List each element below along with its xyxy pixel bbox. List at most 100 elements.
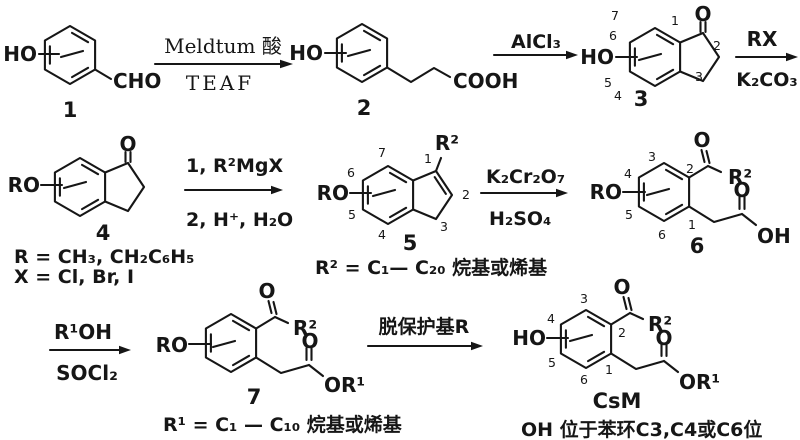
cyclopentanone-ring (104, 161, 146, 213)
ketone-oxygen-label: O (693, 128, 710, 152)
acid-hydroxyl-label: OH (757, 224, 791, 248)
reagent-above-label: Meldtum 酸 (164, 34, 282, 58)
compound-5: RO R² 7 6 5 4 1 2 3 5 (317, 131, 470, 255)
reagent-below-label: K₂CO₃ (736, 69, 797, 91)
arrow-head (271, 185, 283, 195)
alkoxy-label: RO (317, 181, 349, 205)
arrow-head (471, 341, 483, 351)
compound-7: RO O R² O OR¹ 7 (156, 279, 366, 409)
substituent-bonds (323, 48, 452, 84)
reaction-arrow-1: Meldtum 酸 TEAF (153, 34, 293, 95)
ketone-oxygen-label: O (613, 275, 630, 299)
atom-number-1: 1 (671, 13, 679, 28)
compound-label: CsM (593, 389, 642, 413)
r2-substituent-label: R² (728, 165, 752, 189)
atom-number-1: 1 (605, 362, 613, 377)
atom-number-4: 4 (614, 88, 622, 103)
compound-3: HO O 7 6 5 4 1 2 3 3 (580, 2, 721, 111)
atom-number-5: 5 (604, 75, 612, 90)
compound-label: 7 (247, 385, 262, 409)
reaction-arrow-5: K₂Cr₂O₇ H₂SO₄ (479, 166, 568, 230)
reagent-above-label: AlCl₃ (511, 31, 561, 53)
compound-6: RO O R² O OH 3 4 5 6 2 1 6 (590, 128, 791, 258)
reagent-below-label: 2, H⁺, H₂O (186, 209, 293, 231)
arrow-head (786, 52, 798, 62)
r2-substituent-label: R² (435, 131, 459, 155)
ketone-oxygen-label: O (258, 279, 275, 303)
atom-number-7: 7 (378, 145, 386, 160)
atom-number-5: 5 (548, 355, 556, 370)
atom-number-3: 3 (440, 219, 448, 234)
r2-definition: R² = C₁— C₂₀ 烷基或烯基 (315, 256, 548, 279)
reagent-above-label: 1, R²MgX (186, 155, 284, 177)
atom-number-2: 2 (686, 161, 694, 176)
reagent-above-label: K₂Cr₂O₇ (486, 166, 565, 188)
carboxyl-label: COOH (453, 69, 518, 93)
arrow-head (280, 59, 293, 69)
compound-label: 1 (63, 98, 78, 122)
r2-substituent-label: R² (648, 312, 672, 336)
reaction-arrow-4: 1, R²MgX 2, H⁺, H₂O (183, 155, 293, 231)
atom-number-4: 4 (378, 227, 386, 242)
alkoxy-label: RO (8, 173, 40, 197)
ester-or1-label: OR¹ (324, 373, 365, 397)
ester-oxygen-label: O (655, 326, 672, 350)
variable-position-bond (621, 187, 671, 197)
atom-number-6: 6 (580, 372, 588, 387)
variable-position-bond (39, 180, 88, 190)
compound-label: 5 (403, 231, 418, 255)
ester-or1-label: OR¹ (679, 370, 720, 394)
double-bond-and-substituent-bonds (348, 156, 447, 198)
carbonyl-oxygen-label: O (694, 2, 711, 26)
arrow-head (119, 345, 131, 355)
atom-number-7: 7 (611, 8, 619, 23)
benzene-ring (53, 156, 107, 218)
compound-1: HO CHO 1 (3, 24, 161, 122)
atom-number-3: 3 (695, 69, 703, 84)
atom-number-6: 6 (609, 28, 617, 43)
atom-number-2: 2 (618, 325, 626, 340)
ester-oxygen-label: O (301, 329, 318, 353)
variable-position-bond (187, 339, 237, 349)
compound-label: 3 (634, 87, 649, 111)
compound-label: 2 (357, 96, 372, 120)
reaction-arrow-2: AlCl₃ (492, 31, 578, 60)
compound-2: HO COOH 2 (289, 22, 518, 120)
atom-number-1: 1 (424, 151, 432, 166)
arrow-head (556, 188, 568, 198)
benzene-ring (637, 161, 691, 223)
reaction-arrow-7: 脱保护基R (366, 315, 483, 351)
compound-label: 6 (690, 234, 705, 258)
benzene-ring (559, 308, 613, 370)
alkoxy-label: RO (156, 333, 188, 357)
atom-number-5: 5 (625, 207, 633, 222)
compound-csm: HO O R² O OR¹ 3 4 5 6 2 1 CsM (512, 275, 720, 413)
atom-number-3: 3 (580, 291, 588, 306)
r1-definition: R¹ = C₁ — C₁₀ 烷基或烯基 (163, 413, 403, 436)
atom-number-2: 2 (713, 38, 721, 53)
atom-number-1: 1 (688, 217, 696, 232)
hydroxyl-label: HO (3, 42, 37, 66)
reagent-above-label: 脱保护基R (379, 315, 470, 338)
reaction-arrow-3: RX K₂CO₃ (734, 27, 798, 91)
oh-position-note: OH 位于苯环C3,C4或C6位 (521, 418, 762, 440)
atom-number-5: 5 (348, 207, 356, 222)
compound-label: 4 (96, 221, 111, 245)
r-definition: R = CH₃, CH₂C₆H₅ (14, 246, 194, 268)
hydroxyl-label: HO (512, 326, 546, 350)
hydroxyl-label: HO (289, 41, 323, 65)
compound-4: RO O 4 (8, 132, 146, 245)
reagent-below-label: H₂SO₄ (489, 208, 551, 230)
aldehyde-label: CHO (113, 69, 161, 93)
benzene-ring (361, 164, 415, 226)
atom-number-6: 6 (347, 165, 355, 180)
alkoxy-label: RO (590, 180, 622, 204)
atom-number-4: 4 (547, 311, 555, 326)
carbonyl-oxygen-label: O (119, 132, 136, 156)
cyclopentene-ring (412, 169, 454, 221)
reaction-arrow-6: R¹OH SOCl₂ (48, 320, 131, 385)
variable-position-bond (545, 333, 594, 343)
atom-number-6: 6 (658, 227, 666, 242)
